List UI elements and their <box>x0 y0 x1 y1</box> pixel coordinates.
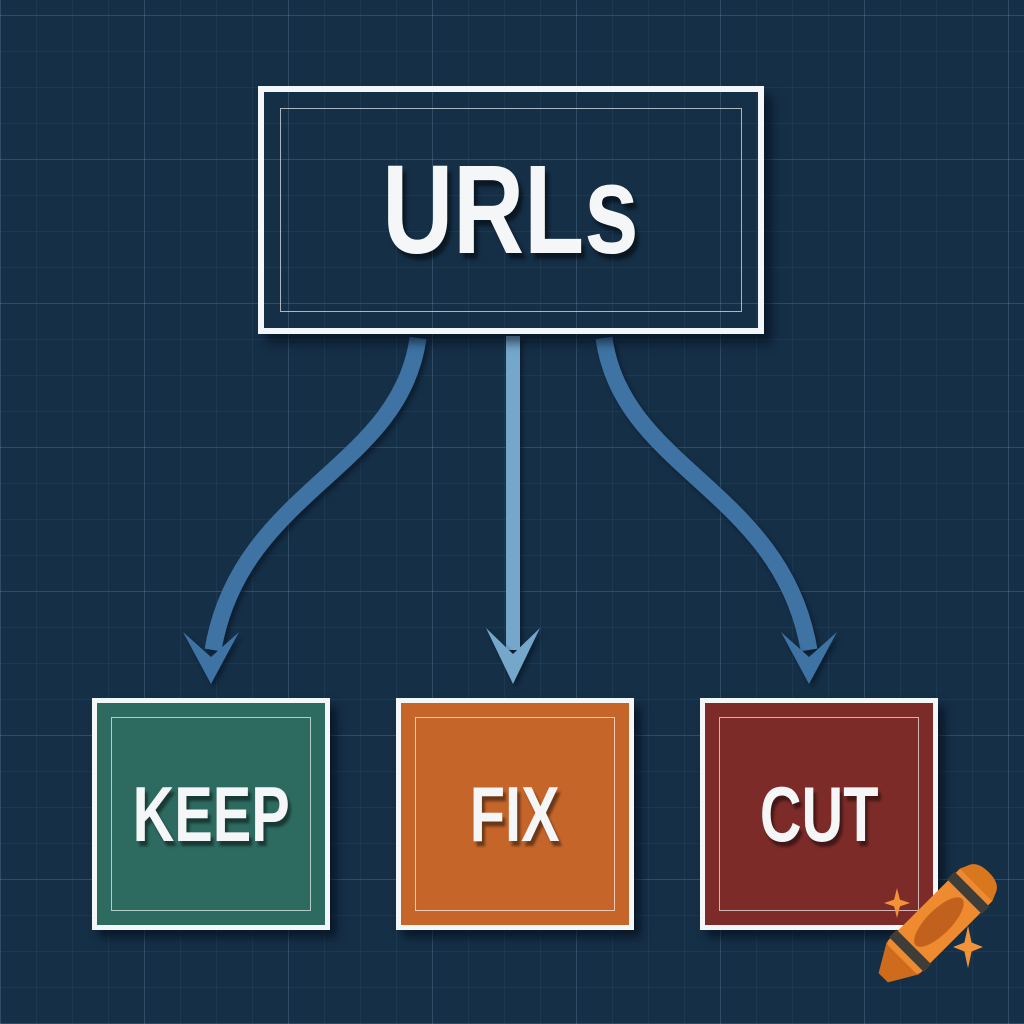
node-urls-label: URLs <box>382 139 640 280</box>
node-keep: KEEP <box>92 698 330 930</box>
crayon-tip <box>878 941 920 983</box>
node-urls: URLs <box>258 86 764 334</box>
node-cut-label: CUT <box>759 770 879 858</box>
arrow-to-cut <box>595 336 837 684</box>
node-keep-label: KEEP <box>132 770 290 858</box>
node-cut: CUT <box>700 698 938 930</box>
arrow-shaft <box>204 336 427 652</box>
arrow-shaft <box>595 336 818 652</box>
arrow-to-fix <box>486 336 540 684</box>
crayon-band-left <box>889 929 932 972</box>
node-fix-label: FIX <box>470 770 560 858</box>
arrow-head <box>781 632 837 684</box>
node-fix: FIX <box>396 698 634 930</box>
crayon-band-right <box>947 871 990 914</box>
crayon-cap <box>959 864 997 902</box>
arrow-head <box>183 632 239 684</box>
arrow-head <box>486 628 540 684</box>
sparkle-icon <box>953 925 983 969</box>
arrow-to-keep <box>183 336 427 684</box>
